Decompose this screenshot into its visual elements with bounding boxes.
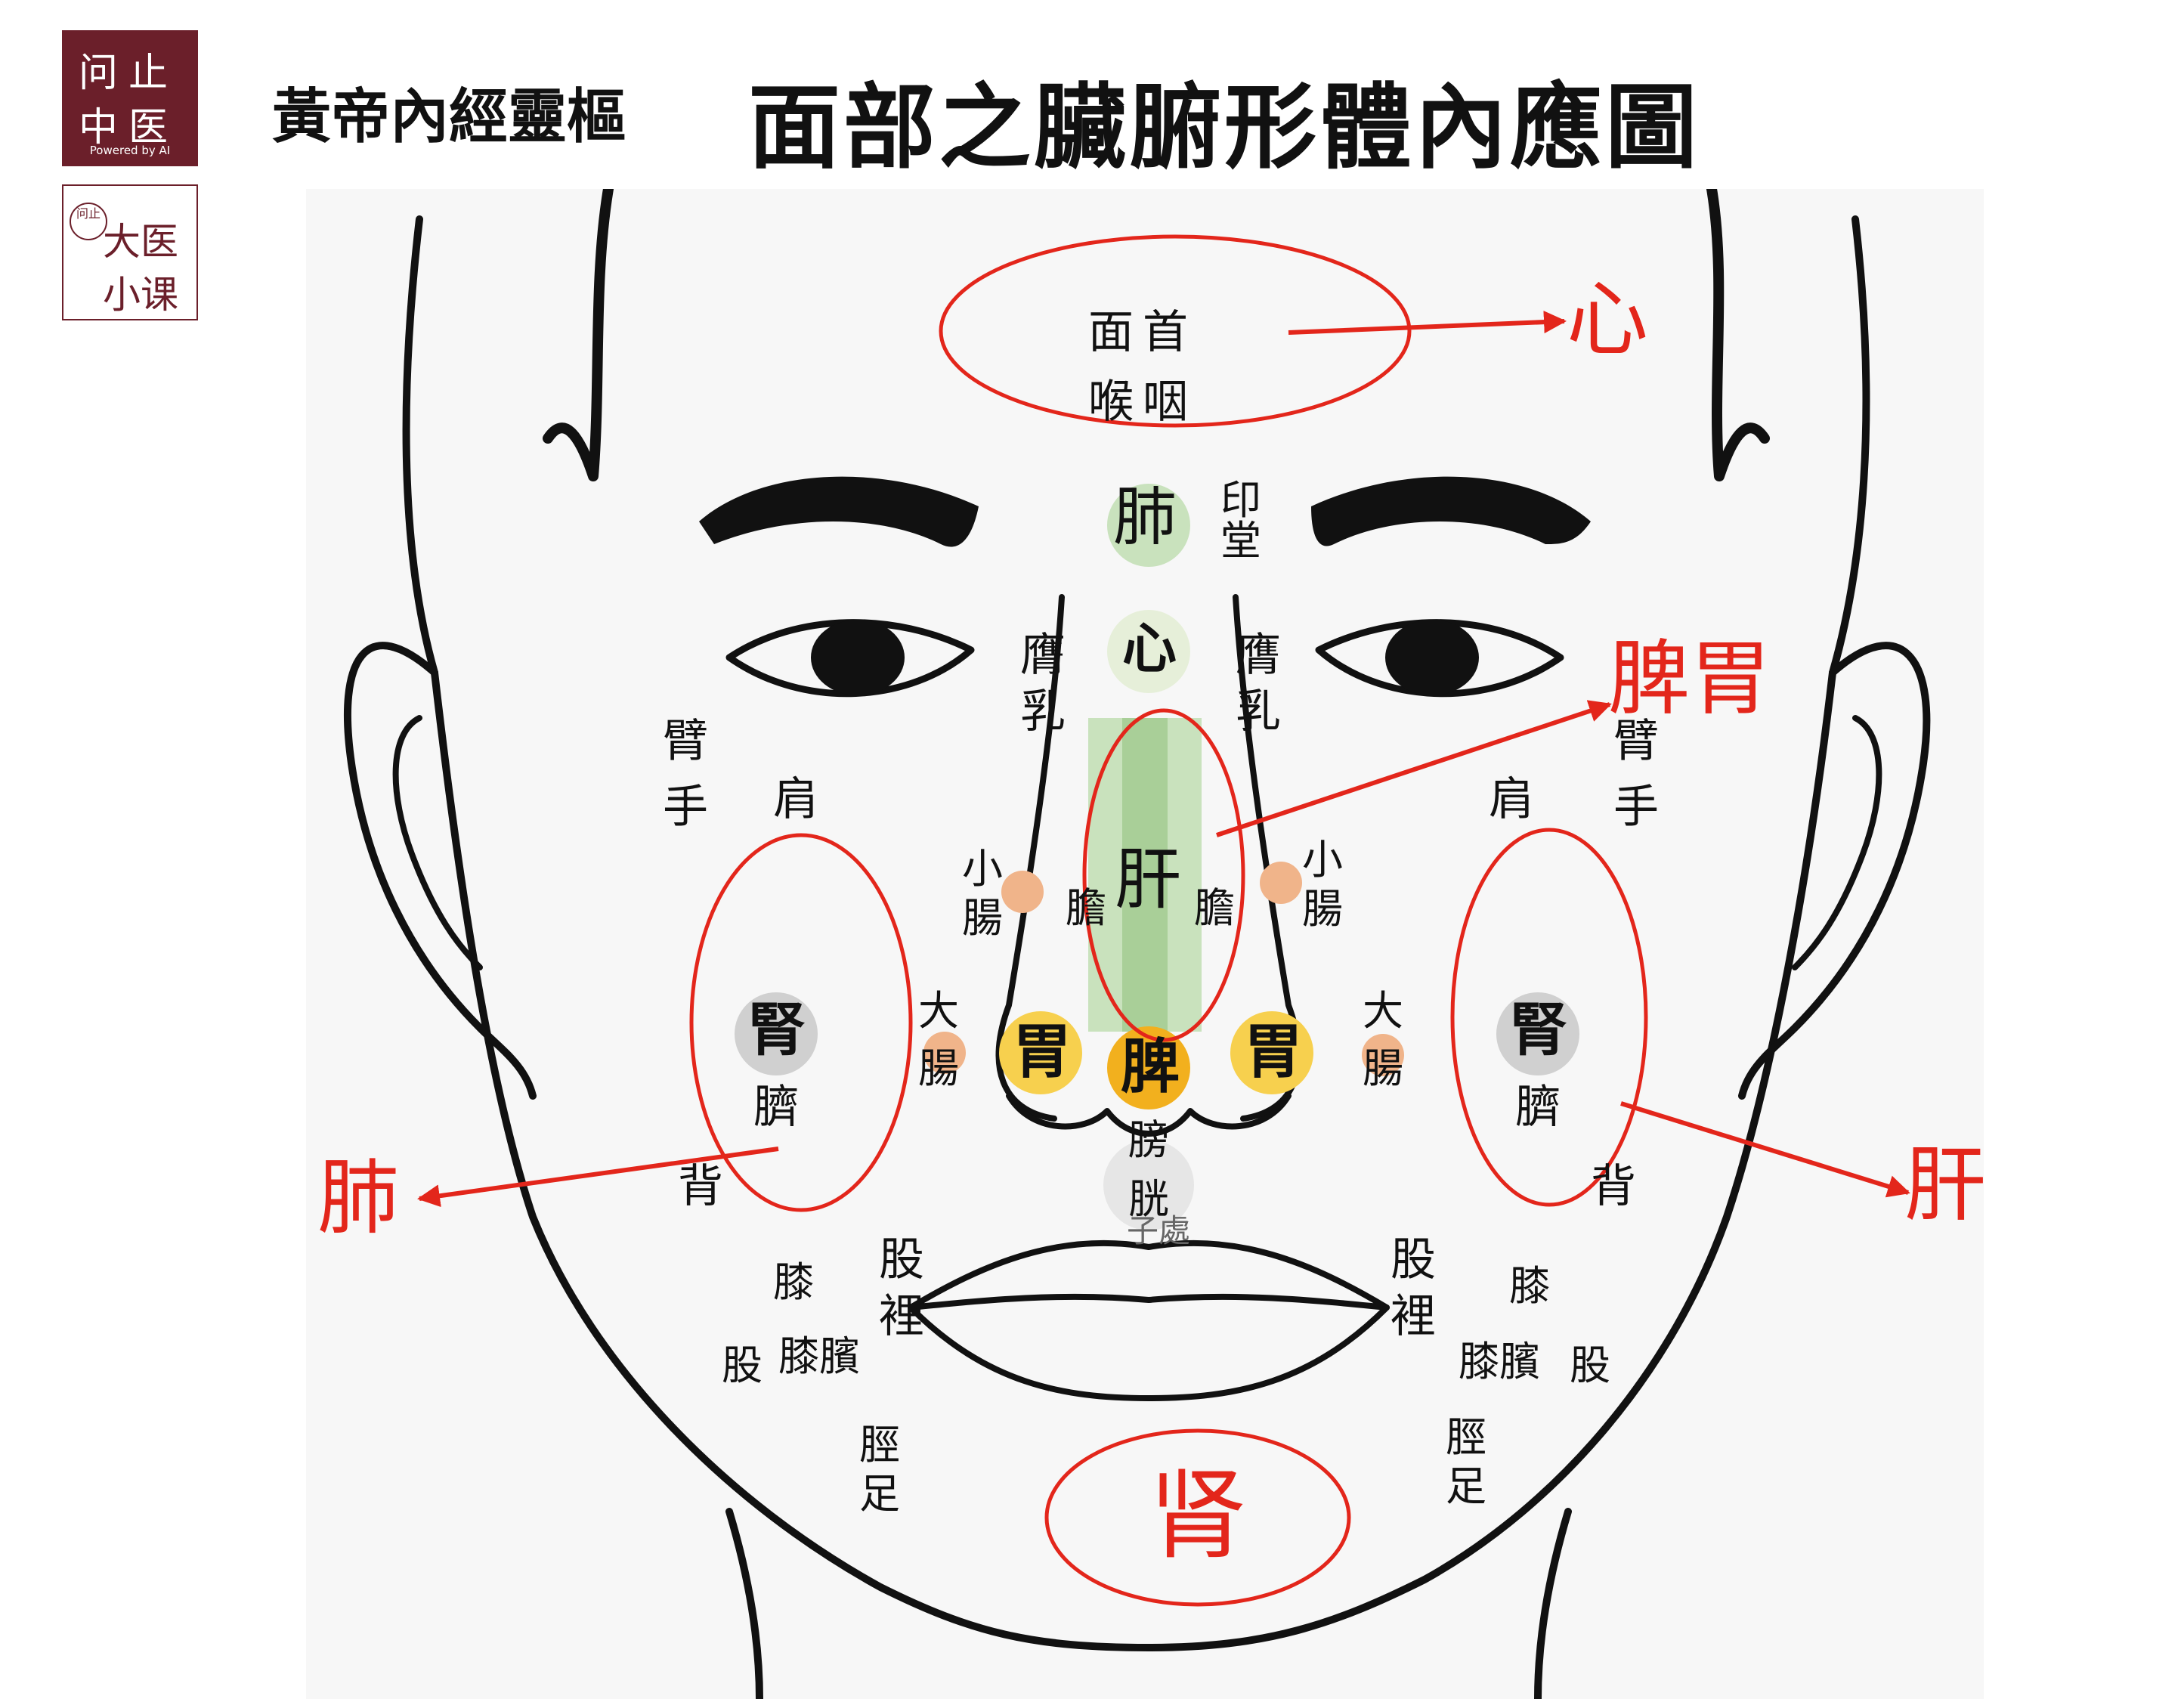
label-shin-foot-left: 脛足 (859, 1421, 900, 1518)
neck-right (1534, 1508, 1572, 1699)
label-face-head: 面首 (1088, 306, 1197, 359)
brand-logo-line2: 中医 (79, 105, 179, 150)
label-small-intestine-left: 小腸 (962, 845, 1003, 942)
annotation-spleen-stomach: 脾胃 (1608, 632, 1772, 726)
annotation-heart: 心 (1567, 273, 1649, 367)
course-logo-line2: 小课 (103, 273, 178, 317)
label-thigh-inner-right: 股裡 (1391, 1233, 1436, 1343)
label-back-right: 背 (1591, 1160, 1636, 1213)
label-knee-left: 膝 (773, 1258, 814, 1306)
label-bladder: 膀胱 (1128, 1116, 1169, 1224)
lip-upper (908, 1239, 1390, 1311)
arrow-liver (1620, 1101, 1910, 1198)
ear-right (1738, 642, 1931, 1100)
label-large-intestine-left: 大腸 (918, 987, 959, 1092)
neck-left (725, 1508, 763, 1699)
label-navel-right: 臍 (1515, 1081, 1561, 1134)
label-kneecap-right: 膝臏 (1459, 1338, 1540, 1385)
nostrils (1006, 1093, 1292, 1137)
label-shin-foot-right: 脛足 (1446, 1413, 1486, 1510)
face-diagram: 面首 喉咽 肺 印堂 心 膺乳 膺乳 臂手 肩 肩 臂手 肝 小腸 小腸 膽 膽… (306, 189, 1987, 1699)
small-intestine-left-dot (1001, 871, 1044, 913)
label-shoulder-right: 肩 (1489, 773, 1534, 826)
label-uterus: 子處 (1127, 1212, 1191, 1249)
liver-cheek-ellipse (1450, 828, 1648, 1207)
kidney-right-marker (1496, 992, 1579, 1075)
large-intestine-right-dot (1362, 1034, 1404, 1076)
page-title: 面部之臟腑形體內應圖 (748, 73, 1700, 181)
course-logo-seal: 问止 (70, 203, 107, 240)
face-drawing (343, 189, 1931, 1699)
heart-zone-ellipse (939, 234, 1412, 428)
label-stomach-left: 胃 (1013, 1017, 1072, 1086)
nose-left (995, 594, 1065, 1122)
label-gallbladder-right: 膽 (1194, 884, 1235, 932)
brand-logo: 问止 中医 Powered by AI (62, 30, 198, 166)
label-liver: 肝 (1115, 840, 1182, 918)
eyebrow-left (699, 476, 979, 547)
stomach-left-marker (999, 1011, 1082, 1094)
brand-logo-tagline: Powered by AI (89, 144, 171, 157)
kidney-left-marker (735, 992, 818, 1075)
label-shoulder-left: 肩 (773, 773, 818, 826)
kidney-zone-ellipse (1044, 1428, 1351, 1607)
label-navel-left: 臍 (753, 1081, 799, 1134)
lung-marker (1107, 484, 1190, 567)
label-breast-right: 膺乳 (1236, 629, 1281, 738)
label-yintang: 印堂 (1220, 476, 1261, 565)
label-throat: 喉咽 (1088, 376, 1197, 429)
nose-right (1233, 594, 1302, 1122)
label-back-left: 背 (678, 1160, 723, 1213)
bladder-marker (1103, 1140, 1194, 1230)
course-logo: 问止 大医 小课 (62, 184, 198, 320)
arrow-heart (1288, 311, 1567, 335)
annotation-kidney: 肾 (1149, 1458, 1248, 1573)
label-gallbladder-left: 膽 (1066, 884, 1106, 932)
eye-right-outline (1315, 619, 1564, 698)
lung-zone-ellipse (689, 833, 913, 1212)
hairline-left (543, 189, 614, 481)
small-intestine-right-dot (1260, 862, 1302, 904)
label-arm-hand-left: 臂手 (663, 715, 708, 834)
label-kidney-left: 腎 (748, 996, 806, 1063)
label-kidney-right: 腎 (1510, 996, 1567, 1063)
label-spleen: 脾 (1121, 1032, 1180, 1101)
heart-marker (1107, 610, 1190, 693)
label-thigh-left: 股 (722, 1342, 763, 1389)
label-breast-left: 膺乳 (1020, 629, 1066, 738)
eyebrow-right (1311, 476, 1591, 546)
spleen-marker (1107, 1026, 1190, 1109)
course-logo-line1: 大医 (103, 220, 178, 264)
lip-lower (908, 1304, 1390, 1401)
subtitle: 黃帝內經靈樞 (272, 83, 626, 151)
label-stomach-right: 胃 (1244, 1017, 1304, 1086)
annotation-liver: 肝 (1904, 1138, 1987, 1233)
brand-logo-line1: 问止 (79, 51, 179, 96)
label-large-intestine-right: 大腸 (1363, 987, 1403, 1092)
label-small-intestine-right: 小腸 (1302, 836, 1343, 933)
arrow-lung (417, 1147, 779, 1208)
annotation-lung: 肺 (317, 1151, 400, 1246)
label-thigh-inner-left: 股裡 (879, 1233, 924, 1343)
liver-zone-ellipse (1082, 708, 1245, 1042)
label-lung: 肺 (1113, 480, 1177, 554)
label-thigh-right: 股 (1570, 1342, 1610, 1389)
large-intestine-left-dot (923, 1032, 966, 1074)
eye-right-pupil (1385, 620, 1479, 695)
label-knee-right: 膝 (1509, 1262, 1550, 1310)
label-kneecap-left: 膝臏 (778, 1332, 860, 1380)
ear-left (343, 642, 537, 1100)
label-arm-hand-right: 臂手 (1613, 715, 1659, 834)
eye-left-pupil (811, 620, 905, 695)
face-outline (402, 215, 1870, 1651)
arrow-spleen-stomach (1216, 700, 1612, 837)
hairline-right (1706, 189, 1770, 481)
ear-left-inner (392, 715, 483, 970)
eye-left-outline (725, 619, 975, 698)
liver-zone-center (1122, 718, 1168, 1032)
label-heart: 心 (1122, 616, 1177, 680)
ear-right-inner (1792, 715, 1882, 970)
stomach-right-marker (1230, 1011, 1313, 1094)
